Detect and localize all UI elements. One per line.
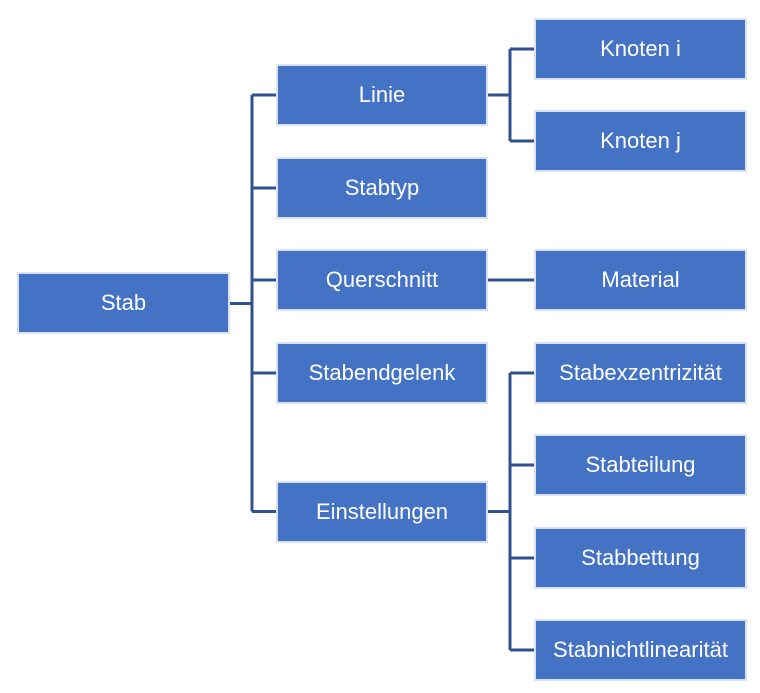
node-stabbettung: Stabbettung — [534, 527, 747, 589]
node-einstellungen: Einstellungen — [276, 481, 488, 543]
connector-linie-children — [488, 47, 534, 143]
node-stab: Stab — [17, 272, 230, 334]
node-stabnichtlinearitaet: Stabnichtlinearität — [534, 619, 747, 681]
node-knoten-i: Knoten i — [534, 18, 747, 80]
connector-stab-children — [230, 93, 276, 513]
connector-einstellungen-children — [488, 371, 534, 652]
node-querschnitt: Querschnitt — [276, 249, 488, 311]
node-linie: Linie — [276, 64, 488, 126]
node-stabexzentrizitaet: Stabexzentrizität — [534, 342, 747, 404]
node-stabendgelenk: Stabendgelenk — [276, 342, 488, 404]
node-knoten-j: Knoten j — [534, 110, 747, 172]
node-material: Material — [534, 249, 747, 311]
node-stabtyp: Stabtyp — [276, 157, 488, 219]
node-stabteilung: Stabteilung — [534, 434, 747, 496]
